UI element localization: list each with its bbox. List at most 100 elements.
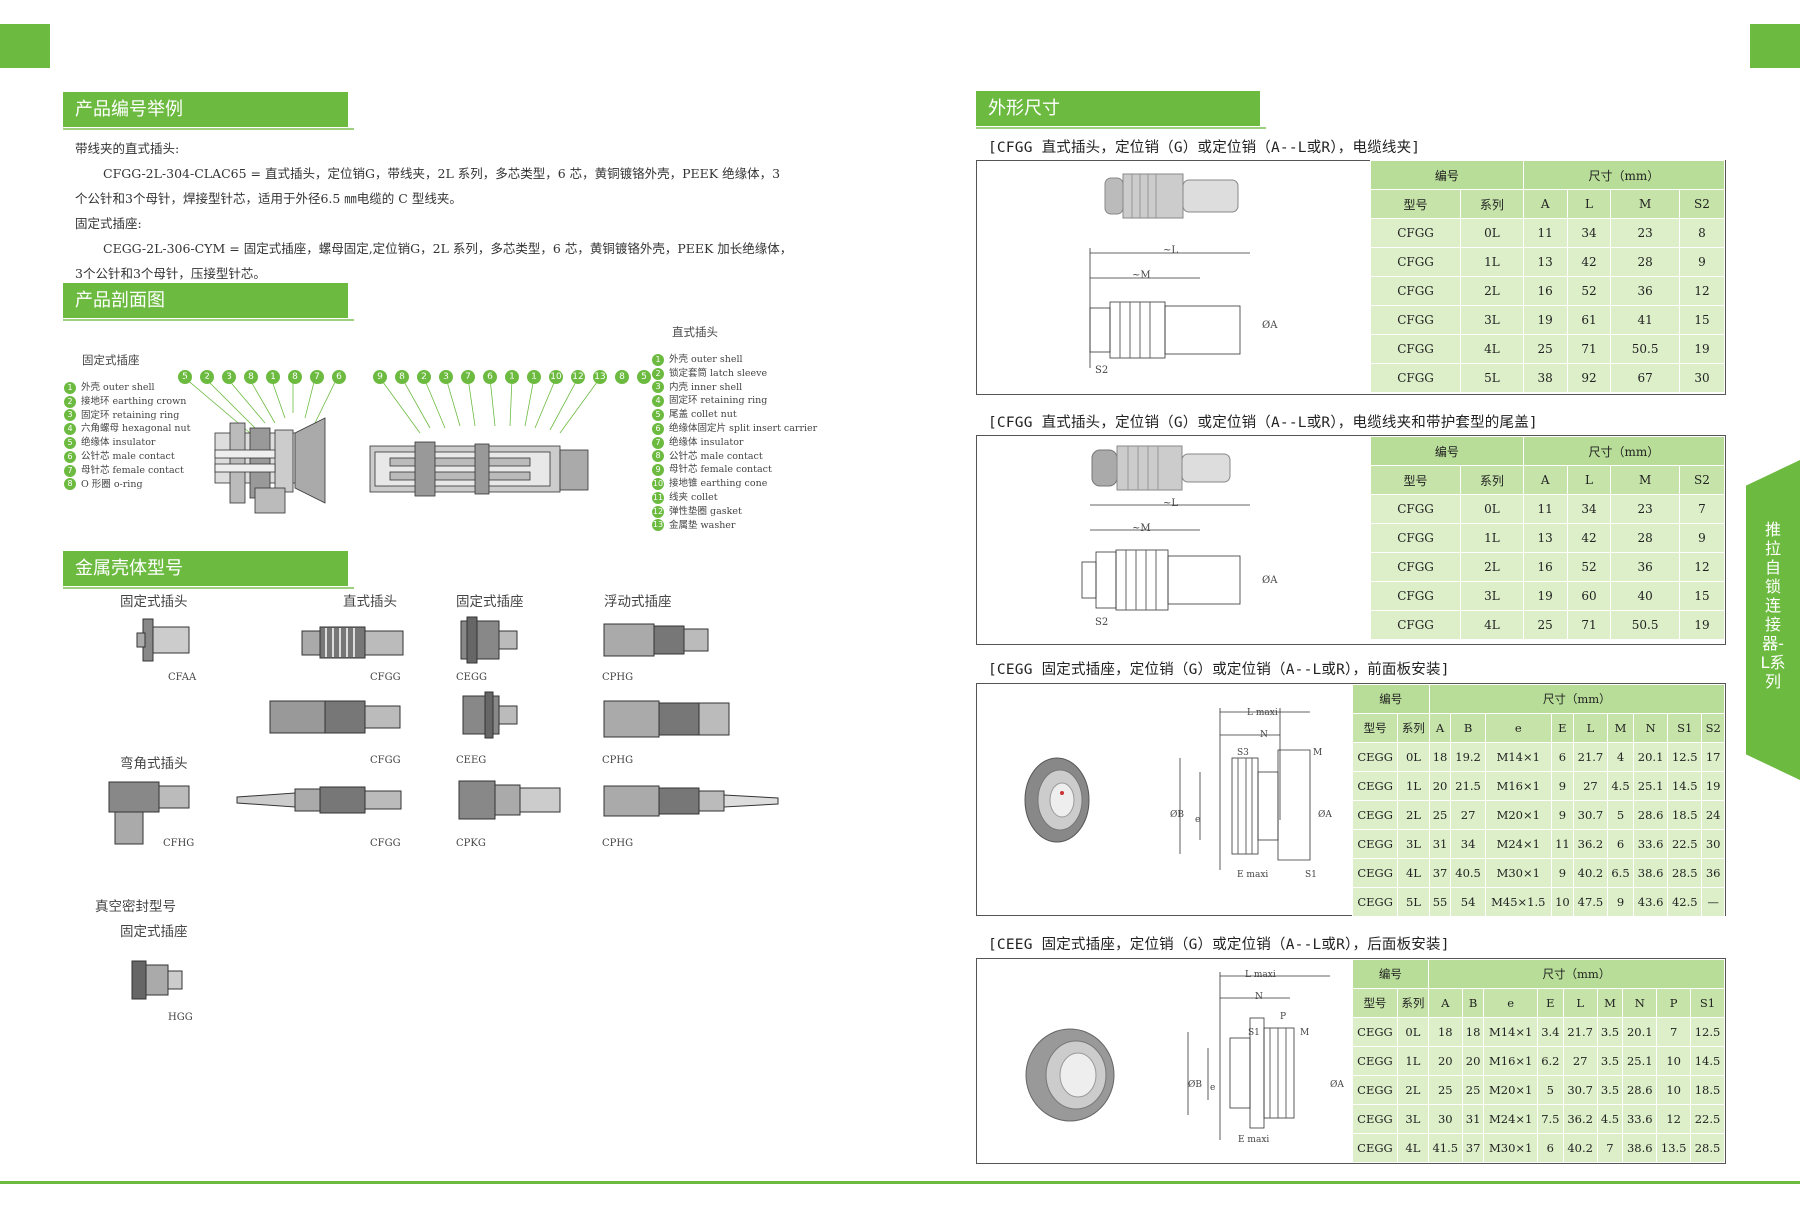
table-cell: CFGG bbox=[1369, 581, 1462, 611]
table-cell: 6.2 bbox=[1536, 1046, 1564, 1076]
code-cfgg: CFGG bbox=[370, 672, 401, 683]
cfgg-long-image bbox=[269, 700, 401, 734]
code-cphg: CPHG bbox=[602, 838, 634, 849]
table-cell: 10 bbox=[1656, 1046, 1692, 1076]
table-cell: 21.5 bbox=[1450, 771, 1486, 801]
table-cell: 36.2 bbox=[1562, 1104, 1598, 1134]
cphg-long-image bbox=[603, 700, 730, 738]
example-line: 个公针和3个母针，焊接型针芯，适用于外径6.5 ㎜电缆的 C 型线夹。 bbox=[75, 191, 462, 206]
table-cell: 25 bbox=[1522, 610, 1568, 640]
legend-text: 尾盖 collet nut bbox=[669, 409, 737, 421]
code-cfgg: CFGG bbox=[370, 755, 401, 766]
legend-number: 2 bbox=[64, 395, 76, 408]
legend-text: 金属垫 washer bbox=[669, 519, 736, 531]
table-cell: 33.6 bbox=[1633, 829, 1669, 859]
table-cell: 19 bbox=[1522, 305, 1568, 335]
callout: 8 bbox=[395, 370, 409, 384]
callout: 5 bbox=[637, 370, 651, 384]
table-cell: 38 bbox=[1522, 363, 1568, 393]
table-cell: 36 bbox=[1610, 276, 1680, 306]
code-hgg: HGG bbox=[168, 1012, 193, 1023]
table-cell: B bbox=[1461, 988, 1485, 1018]
callout: 8 bbox=[288, 370, 302, 384]
bottom-rule bbox=[0, 1181, 1800, 1184]
ceeg-photo bbox=[1025, 1028, 1115, 1122]
table-cell: 编号 bbox=[1370, 160, 1524, 190]
cfgg-cable-image bbox=[236, 786, 402, 814]
table-cell: 11 bbox=[1522, 218, 1568, 248]
table-cell: 系列 bbox=[1397, 713, 1430, 743]
elbow-plug-head: 弯角式插头 bbox=[120, 756, 188, 772]
table-cell: CFGG bbox=[1369, 218, 1462, 248]
table-cell: 7 bbox=[1596, 1133, 1624, 1163]
legend-text: 绝缘体 insulator bbox=[81, 437, 156, 449]
table-cell: 5L bbox=[1397, 887, 1430, 917]
table-cell: E bbox=[1550, 713, 1574, 743]
table-cell: 6 bbox=[1550, 742, 1574, 772]
table-cell: CEGG bbox=[1352, 1075, 1398, 1105]
table-cell: 60 bbox=[1566, 581, 1612, 611]
table-cell: 3L bbox=[1460, 305, 1524, 335]
cfgg-sheathed-drawing bbox=[1081, 445, 1250, 611]
table-cell: 25 bbox=[1428, 800, 1452, 830]
legend-text: 锁定套筒 latch sleeve bbox=[669, 367, 768, 379]
table-cell: 3L bbox=[1397, 829, 1430, 859]
legend-number: 3 bbox=[652, 381, 664, 394]
table-cell: CEGG bbox=[1352, 1017, 1398, 1047]
table-cell: 27 bbox=[1450, 800, 1486, 830]
table-cell: 12 bbox=[1678, 276, 1726, 306]
code-cpkg: CPKG bbox=[456, 838, 486, 849]
table-cell: 16 bbox=[1522, 276, 1568, 306]
legend-number: 1 bbox=[652, 353, 664, 366]
code-cfgg: CFGG bbox=[370, 838, 401, 849]
table-cell: M bbox=[1610, 465, 1680, 495]
table-cell: M16×1 bbox=[1484, 771, 1552, 801]
table-cell: 18.5 bbox=[1690, 1075, 1725, 1105]
legend-number: 1 bbox=[64, 381, 76, 394]
table-cell: CFGG bbox=[1369, 276, 1462, 306]
table-cell: N bbox=[1622, 988, 1658, 1018]
table-cell: 18.5 bbox=[1667, 800, 1703, 830]
table-cell: CFGG bbox=[1369, 523, 1462, 553]
side-tab-label: 推拉自锁连接器-L系列 bbox=[1760, 520, 1786, 691]
table-cell: 0L bbox=[1460, 218, 1524, 248]
table-cell: 9 bbox=[1607, 887, 1635, 917]
cfgg-drawing bbox=[1089, 173, 1250, 368]
dim-label-S2: S2 bbox=[1095, 365, 1109, 376]
table-cell: CFGG bbox=[1369, 247, 1462, 277]
table-cell: M bbox=[1596, 988, 1624, 1018]
table-cell: 1L bbox=[1460, 523, 1524, 553]
table-cell: S2 bbox=[1678, 465, 1726, 495]
table-cell: 25.1 bbox=[1622, 1046, 1658, 1076]
table-cell: 3L bbox=[1396, 1104, 1429, 1134]
table-header-row: 编号尺寸（mm） bbox=[1352, 684, 1726, 714]
ceeg-image bbox=[462, 691, 518, 739]
table-cell: 20.1 bbox=[1622, 1017, 1658, 1047]
table-cell: 5 bbox=[1607, 800, 1635, 830]
legend-number: 10 bbox=[652, 478, 664, 491]
code-cegg: CEGG bbox=[456, 672, 487, 683]
legend-text: 绝缘体 insulator bbox=[669, 436, 744, 448]
table-cell: M14×1 bbox=[1483, 1017, 1538, 1047]
legend-text: 母针芯 female contact bbox=[81, 464, 184, 476]
callout: 2 bbox=[200, 370, 214, 384]
table-cell: 5L bbox=[1460, 363, 1524, 393]
dim-label-e: e bbox=[1210, 1083, 1216, 1093]
table-cell: CFGG bbox=[1369, 494, 1462, 524]
table-cell: 61 bbox=[1566, 305, 1612, 335]
table-cell: 型号 bbox=[1369, 189, 1462, 219]
table-cell: L bbox=[1572, 713, 1609, 743]
table-heading: [CFGG 直式插头，定位销（G）或定位销（A--L或R），电缆线夹] bbox=[988, 140, 1421, 156]
table-cell: S2 bbox=[1678, 189, 1726, 219]
table-cell: 2L bbox=[1460, 276, 1524, 306]
receptacle-label: 固定式插座 bbox=[82, 353, 140, 367]
table-cell: 6 bbox=[1607, 829, 1635, 859]
table-cell: 54 bbox=[1450, 887, 1486, 917]
